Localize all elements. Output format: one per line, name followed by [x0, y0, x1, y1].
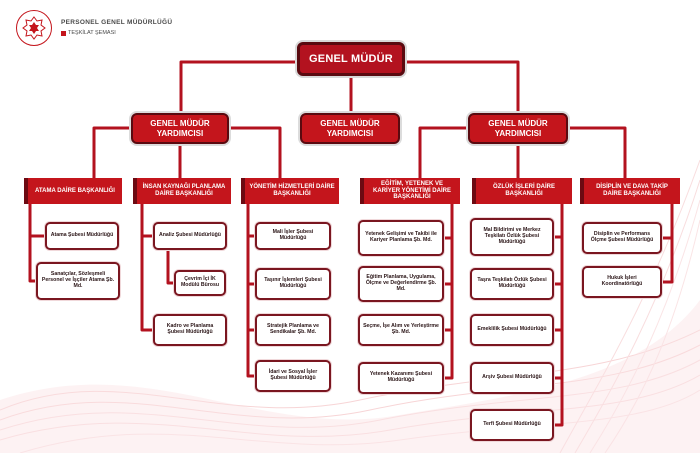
connector-line	[140, 204, 153, 238]
page-subtitle: TEŞKİLAT ŞEMASI	[61, 30, 116, 36]
deputy-box-1: GENEL MÜDÜR YARDIMCISI	[131, 113, 229, 144]
unit-stratejik-planlama: Stratejik Planlama ve Sendikalar Şb. Md.	[255, 314, 331, 346]
deputy-box-3: GENEL MÜDÜR YARDIMCISI	[468, 113, 568, 144]
connector-line	[28, 236, 36, 283]
unit-emeklilik: Emeklilik Şubesi Müdürlüğü	[470, 314, 554, 346]
connector-line	[246, 236, 255, 378]
unit-yetenek-gelisimi: Yetenek Gelişimi ve Takibi ile Kariyer P…	[358, 220, 444, 256]
unit-kadro-planlama: Kadro ve Planlama Şubesi Müdürlüğü	[153, 314, 227, 346]
unit-arsiv: Arşiv Şubesi Müdürlüğü	[470, 362, 554, 394]
department-atama: ATAMA DAİRE BAŞKANLIĞI	[24, 178, 122, 204]
department-egitim: EĞİTİM, YETENEK VE KARİYER YÖNETİMİ DAİR…	[360, 178, 460, 204]
general-manager-box: GENEL MÜDÜR	[297, 42, 405, 76]
connector-line	[568, 126, 627, 178]
connector-line	[92, 126, 131, 178]
unit-idari-sosyal: İdari ve Sosyal İşler Şubesi Müdürlüğü	[255, 360, 331, 392]
unit-tasra-ozluk: Taşra Teşkilatı Özlük Şubesi Müdürlüğü	[470, 268, 554, 300]
connector-line	[246, 204, 255, 238]
unit-secme-ise-alim: Seçme, İşe Alım ve Yerleştirme Şb. Md.	[358, 314, 444, 346]
unit-tasinir: Taşınır İşlemleri Şubesi Müdürlüğü	[255, 268, 331, 300]
connector-line	[662, 204, 674, 284]
unit-mali-isler: Mali İşler Şubesi Müdürlüğü	[255, 222, 331, 250]
ministry-logo	[16, 10, 52, 46]
deputy-box-2: GENEL MÜDÜR YARDIMCISI	[300, 113, 400, 144]
connector-line	[444, 204, 454, 380]
connector-line	[229, 126, 282, 178]
emblem-icon	[22, 16, 46, 40]
connector-line	[418, 126, 468, 178]
unit-egitim-planlama: Eğitim Planlama, Uygulama, Ölçme ve Değe…	[358, 266, 444, 302]
unit-cevrim-ici: Çevrim İçi İK Modülü Bürosu	[174, 270, 226, 296]
connector-line	[179, 60, 297, 128]
connector-line	[554, 204, 564, 427]
department-disiplin: DİSİPLİN VE DAVA TAKİP DAİRE BAŞKANLIĞI	[580, 178, 680, 204]
department-yonetim: YÖNETİM HİZMETLERİ DAİRE BAŞKANLIĞI	[241, 178, 339, 204]
decorative-wave-fill	[0, 300, 700, 453]
page-title: PERSONEL GENEL MÜDÜRLÜĞÜ	[61, 19, 173, 26]
department-insan-kaynagi: İNSAN KAYNAĞI PLANLAMA DAİRE BAŞKANLIĞI	[133, 178, 231, 204]
department-ozluk: ÖZLÜK İŞLERİ DAİRE BAŞKANLIĞI	[472, 178, 572, 204]
decorative-waves	[0, 159, 700, 453]
unit-analiz: Analiz Şubesi Müdürlüğü	[153, 222, 227, 250]
red-square-icon	[61, 30, 66, 36]
connector-line	[405, 60, 520, 113]
page-subtitle-text: TEŞKİLAT ŞEMASI	[68, 30, 116, 36]
unit-sanatcilar: Sanatçılar, Sözleşmeli Personel ve İşçil…	[36, 262, 120, 300]
unit-mal-bildirimi: Mal Bildirimi ve Merkez Teşkilatı Özlük …	[470, 218, 554, 256]
unit-terfi: Terfi Şubesi Müdürlüğü	[470, 409, 554, 441]
unit-hukuk-isleri: Hukuk İşleri Koordinatörlüğü	[582, 266, 662, 298]
unit-disiplin-performans: Disiplin ve Performans Ölçme Şubesi Müdü…	[582, 222, 662, 254]
unit-atama-sube: Atama Şubesi Müdürlüğü	[45, 222, 119, 250]
unit-yetenek-kazanimi: Yetenek Kazanımı Şubesi Müdürlüğü	[358, 362, 444, 394]
connector-line	[166, 250, 174, 285]
connector-line	[28, 204, 45, 238]
connector-line	[140, 236, 153, 332]
